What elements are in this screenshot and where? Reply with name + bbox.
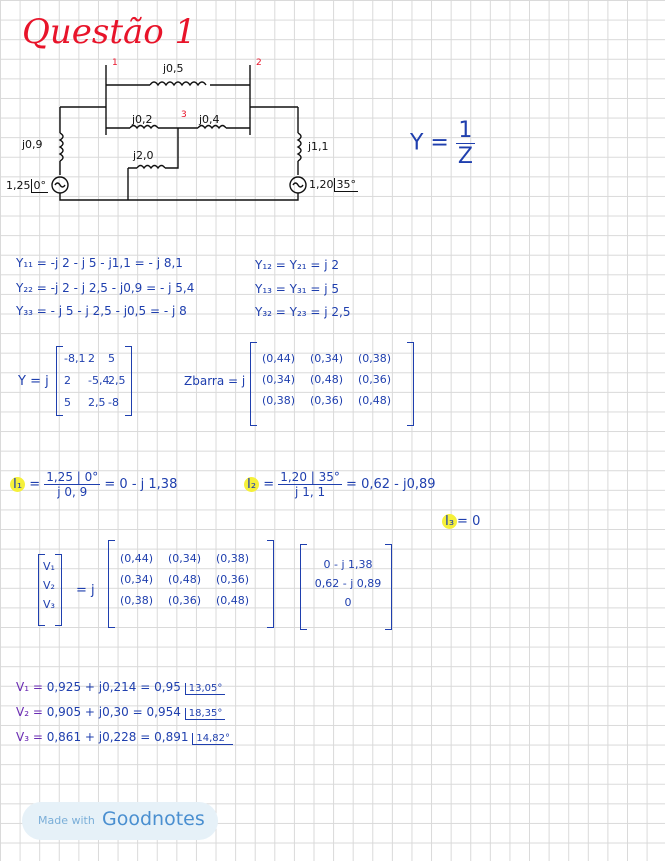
impedance-label: j1,1 [308, 140, 329, 153]
matrix-cell: (0,48) [168, 573, 202, 586]
matrix-cell: 2,5 [88, 396, 106, 409]
matrix-cell: (0,38) [358, 352, 392, 365]
matrix-cell: 5 [108, 352, 115, 365]
badge-made-with: Made with [38, 814, 95, 827]
matrix-cell: 2 [64, 374, 71, 387]
impedance-label: j0,5 [163, 62, 184, 75]
z-matrix: (0,44) (0,34) (0,38) (0,34) (0,48) (0,36… [250, 342, 414, 426]
v-vector: V₁ V₂ V₃ [38, 554, 62, 626]
admittance-line: Y₁₂ = Y₂₁ = j 2 [255, 258, 340, 272]
admittance-line: Y₃₃ = - j 5 - j 2,5 - j0,5 = - j 8 [16, 304, 187, 318]
node-label-1: 1 [112, 58, 118, 68]
node-label-3: 3 [181, 110, 187, 120]
matrix-cell: (0,36) [168, 594, 202, 607]
matrix-cell: (0,38) [120, 594, 154, 607]
y-matrix: -8,1 2 5 2 -5,4 2,5 5 2,5 -8 [56, 346, 132, 416]
vector-cell: V₂ [43, 579, 55, 592]
impedance-label: j0,2 [132, 113, 153, 126]
matrix-cell: (0,38) [216, 552, 250, 565]
current-name: I₁ [10, 477, 26, 492]
matrix-cell: -8,1 [64, 352, 86, 365]
matrix-cell: (0,44) [262, 352, 296, 365]
circuit-diagram [51, 65, 307, 201]
admittance-line: Y₁₁ = -j 2 - j 5 - j1,1 = - j 8,1 [16, 256, 183, 270]
current-i3: I₃= 0 [442, 514, 480, 529]
matrix-cell: 2 [88, 352, 95, 365]
impedance-label: j2,0 [133, 149, 154, 162]
matrix-cell: (0,36) [216, 573, 250, 586]
admittance-line: Y₂₂ = -j 2 - j 2,5 - j0,9 = - j 5,4 [16, 281, 195, 295]
i-vector: 0 - j 1,38 0,62 - j 0,89 0 [300, 544, 392, 630]
vector-cell: V₃ [43, 598, 55, 611]
goodnotes-badge: Made with Goodnotes [22, 802, 218, 840]
matrix-cell: 5 [64, 396, 71, 409]
current-i2: I₂ = 1,20 | 35°j 1, 1 = 0,62 - j0,89 [244, 470, 436, 499]
matrix-cell: (0,48) [358, 394, 392, 407]
matrix-cell: (0,48) [216, 594, 250, 607]
matrix-cell: -5,4 [88, 374, 110, 387]
matrix-cell: (0,34) [120, 573, 154, 586]
impedance-label: j0,4 [199, 113, 220, 126]
z-matrix-system: (0,44) (0,34) (0,38) (0,34) (0,48) (0,36… [108, 540, 274, 628]
badge-brand: Goodnotes [102, 808, 205, 830]
result-line: V₁ = 0,925 + j0,214 = 0,95 13,05° [16, 680, 226, 695]
impedance-label: j0,9 [22, 138, 43, 151]
vector-cell: V₁ [43, 560, 55, 573]
matrix-cell: (0,44) [120, 552, 154, 565]
vector-cell: 0 [344, 596, 352, 609]
v-equals: = j [76, 583, 95, 598]
y-matrix-label: Y = j [18, 374, 49, 389]
z-matrix-label: Zbarra = j [184, 374, 246, 388]
matrix-cell: (0,36) [310, 394, 344, 407]
matrix-cell: (0,34) [310, 352, 344, 365]
matrix-cell: -8 [108, 396, 119, 409]
current-i1: I₁ = 1,25 | 0°j 0, 9 = 0 - j 1,38 [10, 470, 177, 499]
result-line: V₂ = 0,905 + j0,30 = 0,954 18,35° [16, 705, 226, 720]
admittance-line: Y₃₂ = Y₂₃ = j 2,5 [255, 305, 351, 319]
matrix-cell: (0,36) [358, 373, 392, 386]
matrix-cell: (0,34) [262, 373, 296, 386]
matrix-cell: (0,38) [262, 394, 296, 407]
current-name: I₂ [244, 477, 260, 492]
matrix-cell: (0,48) [310, 373, 344, 386]
result-line: V₃ = 0,861 + j0,228 = 0,891 14,82° [16, 730, 233, 745]
current-name: I₃ [442, 514, 458, 529]
vector-cell: 0,62 - j 0,89 [314, 577, 382, 590]
page-title: Questão 1 [22, 12, 197, 52]
admittance-line: Y₁₃ = Y₃₁ = j 5 [255, 282, 340, 296]
matrix-cell: 2,5 [108, 374, 126, 387]
vector-cell: 0 - j 1,38 [323, 558, 373, 571]
matrix-cell: (0,34) [168, 552, 202, 565]
node-label-2: 2 [256, 58, 262, 68]
